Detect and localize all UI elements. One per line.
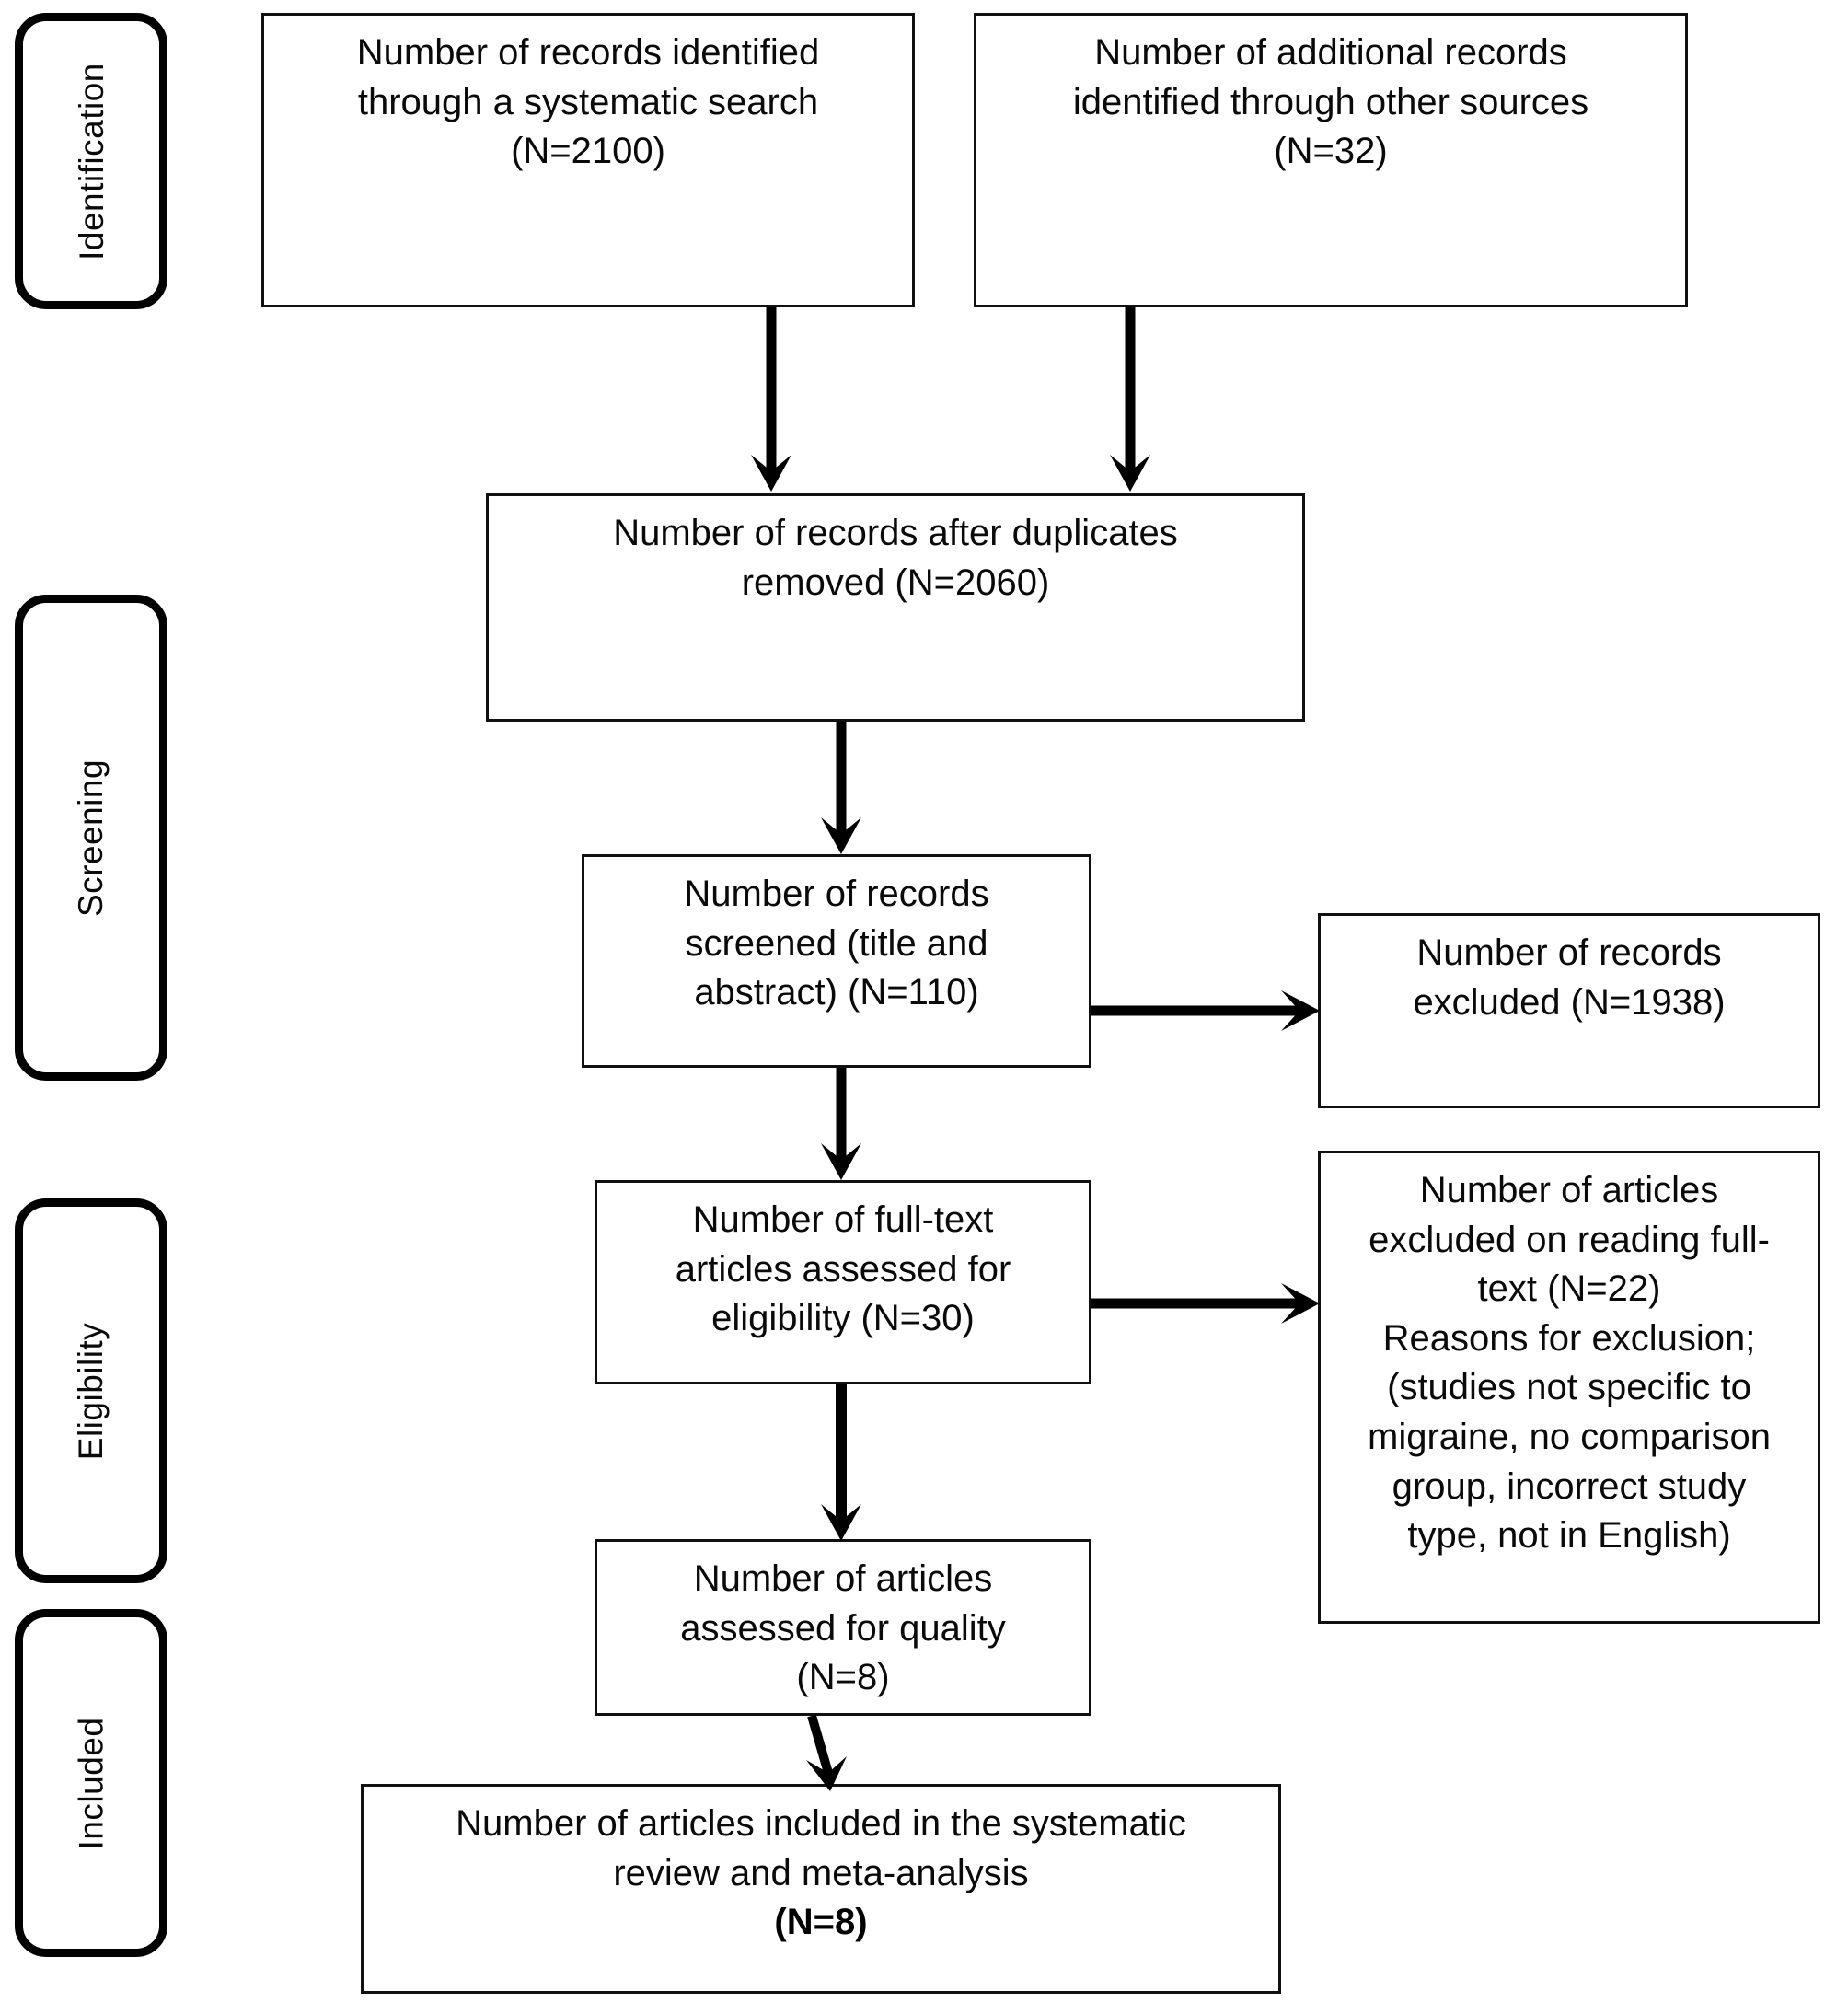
stage-label-included-text: Included	[72, 1717, 110, 1849]
box-fulltext-excluded: Number of articles excluded on reading f…	[1318, 1151, 1820, 1624]
arrow-quality-to-included	[791, 1714, 874, 1795]
stage-label-eligibility-text: Eligibility	[72, 1322, 110, 1460]
stage-label-identification-text: Identification	[72, 62, 110, 261]
box-quality-assessed-text: Number of articles assessed for quality …	[680, 1558, 1006, 1698]
stage-label-eligibility: Eligibility	[15, 1198, 167, 1583]
box-records-screened: Number of records screened (title and ab…	[582, 854, 1091, 1068]
stage-label-included: Included	[15, 1609, 167, 1957]
box-duplicates-removed-text: Number of records after duplicates remov…	[613, 513, 1178, 603]
box-records-screened-text: Number of records screened (title and ab…	[684, 874, 989, 1013]
arrow-screened-to-excluded	[1091, 985, 1323, 1036]
box-final-included-text: Number of articles included in the syste…	[456, 1803, 1186, 1893]
box-records-excluded: Number of records excluded (N=1938)	[1318, 913, 1820, 1108]
arrow-fulltext-to-quality	[817, 1384, 872, 1545]
box-records-identified-text: Number of records identified through a s…	[356, 32, 820, 172]
stage-label-identification: Identification	[15, 13, 167, 309]
arrow-identified-to-duplicates	[747, 307, 803, 495]
arrow-fulltext-to-excluded	[1091, 1278, 1323, 1329]
box-fulltext-assessed: Number of full-text articles assessed fo…	[595, 1180, 1091, 1384]
box-final-included-count: (N=8)	[774, 1902, 868, 1943]
box-records-identified: Number of records identified through a s…	[261, 13, 915, 307]
stage-label-screening: Screening	[15, 595, 167, 1081]
arrow-duplicates-to-screened	[817, 722, 872, 858]
arrow-additional-to-duplicates	[1106, 307, 1161, 495]
box-fulltext-assessed-text: Number of full-text articles assessed fo…	[675, 1199, 1011, 1339]
box-quality-assessed: Number of articles assessed for quality …	[595, 1539, 1091, 1716]
box-additional-records-text: Number of additional records identified …	[1072, 32, 1589, 172]
stage-label-screening-text: Screening	[72, 758, 110, 917]
box-fulltext-excluded-text: Number of articles excluded on reading f…	[1368, 1170, 1771, 1557]
box-records-excluded-text: Number of records excluded (N=1938)	[1413, 932, 1726, 1023]
box-additional-records: Number of additional records identified …	[974, 13, 1688, 307]
arrow-screened-to-fulltext	[817, 1068, 872, 1184]
box-duplicates-removed: Number of records after duplicates remov…	[486, 493, 1305, 722]
box-final-included: Number of articles included in the syste…	[361, 1784, 1281, 1994]
